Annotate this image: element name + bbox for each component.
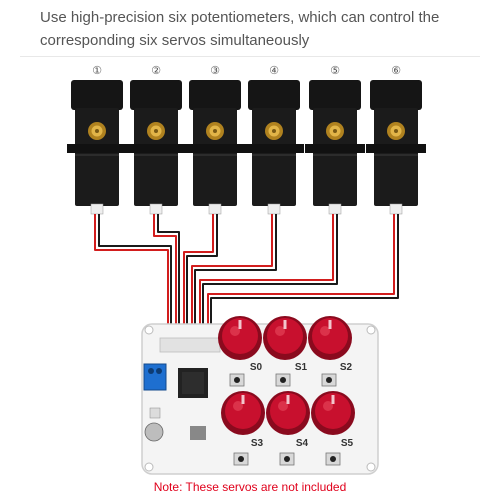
potentiometer-knob-s5: S5 [311,391,355,449]
potentiometer-knob-s2: S2 [308,316,353,373]
wire-4 [191,214,277,338]
wire-3 [183,214,218,338]
wire-2 [153,214,180,338]
servo-number: ④ [269,64,279,77]
power-terminal [143,363,167,391]
servo-2: ② [126,64,186,215]
servo-4: ④ [244,64,304,215]
knob-label: S1 [295,362,308,373]
servo-wires [94,214,399,338]
servo-3: ③ [185,64,245,215]
knob-label: S3 [251,438,264,449]
servo-6: ⑥ [366,64,426,215]
knob-label: S0 [250,362,263,373]
caption-line-2: corresponding six servos simultaneously [40,32,310,49]
servo-1: ① [67,64,127,215]
divider [20,56,480,57]
knob-label: S4 [296,438,309,449]
caption-line-1: Use high-precision six potentiometers, w… [40,9,440,26]
potentiometer-knob-s4: S4 [266,391,310,449]
wire-5 [199,214,338,338]
note-text: Note: These servos are not included [153,480,347,494]
knob-label: S2 [340,362,353,373]
knob-label: S5 [341,438,354,449]
servo-number: ③ [210,64,220,77]
servo-number: ⑥ [391,64,401,77]
pin-header [159,337,221,353]
servo-row: ① ② ③ [67,64,426,215]
servo-number: ① [92,64,102,77]
servo-5: ⑤ [305,64,365,215]
potentiometer-knob-s1: S1 [263,316,308,373]
servo-number: ② [151,64,161,77]
buzzer [144,422,164,442]
regulator [190,426,206,440]
wire-6 [207,214,399,338]
potentiometer-knob-s3: S3 [221,391,265,449]
wire-1 [94,214,172,338]
control-board: S0 S1 S2 S3 [141,316,379,475]
servo-number: ⑤ [330,64,340,77]
potentiometer-knob-s0: S0 [218,316,263,373]
caption: Use high-precision six potentiometers, w… [40,6,480,52]
